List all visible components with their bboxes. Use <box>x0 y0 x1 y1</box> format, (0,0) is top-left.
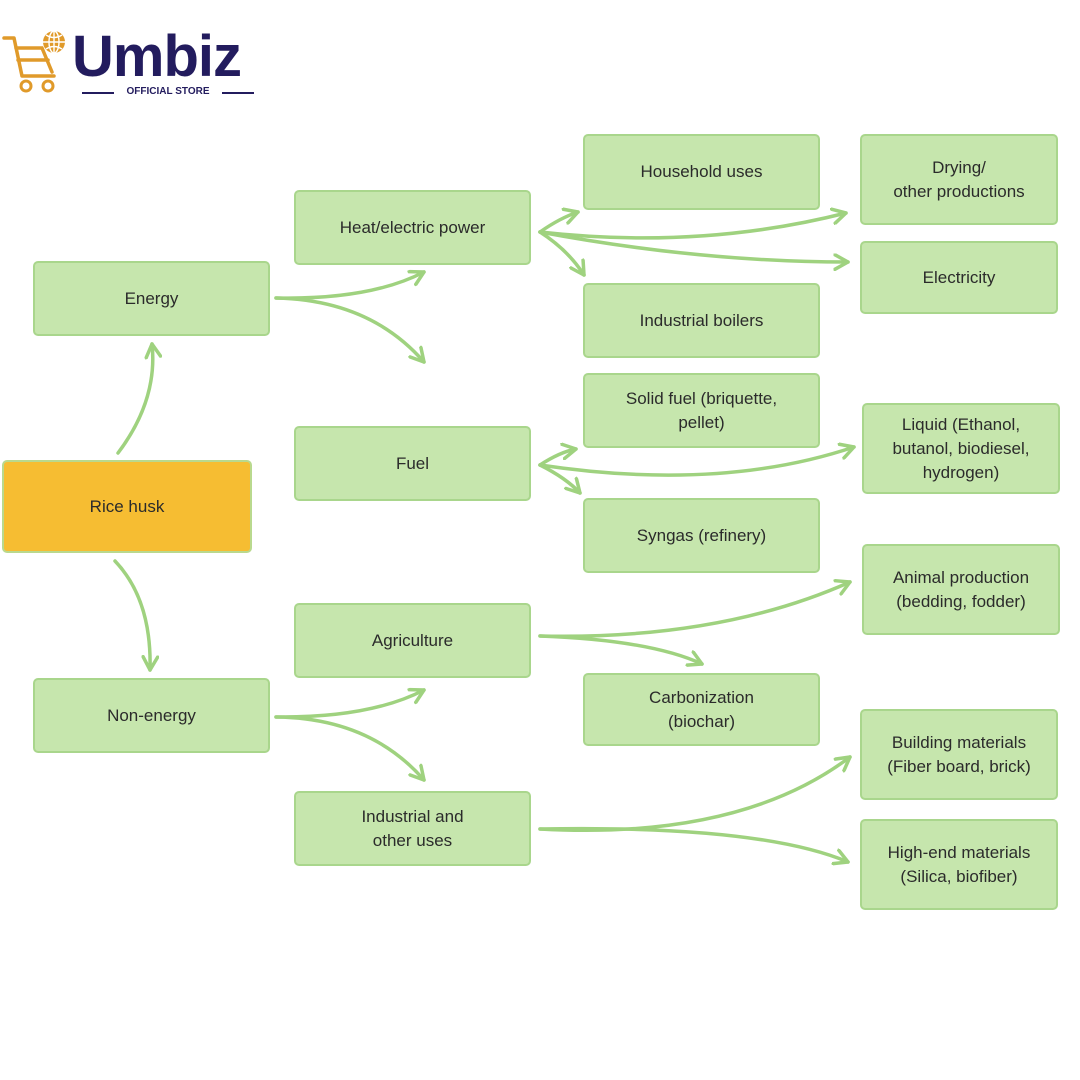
node-fuel: Fuel <box>294 426 531 501</box>
node-building: Building materials (Fiber board, brick) <box>860 709 1058 800</box>
node-industrial-boilers: Industrial boilers <box>583 283 820 358</box>
node-solid-fuel: Solid fuel (briquette, pellet) <box>583 373 820 448</box>
node-rice-husk: Rice husk <box>2 460 252 553</box>
arrow-non-energy-to-agriculture <box>274 690 426 719</box>
brand-tagline: OFFICIAL STORE <box>82 86 254 98</box>
node-carbonization: Carbonization (biochar) <box>583 673 820 746</box>
arrow-agriculture-to-carbonization <box>538 634 704 664</box>
arrow-energy-to-fuel <box>274 296 426 364</box>
arrow-heat-power-to-drying <box>538 213 848 240</box>
node-liquid: Liquid (Ethanol, butanol, biodiesel, hyd… <box>862 403 1060 494</box>
node-non-energy: Non-energy <box>33 678 270 753</box>
node-household: Household uses <box>583 134 820 210</box>
arrow-heat-power-to-industrial-boilers <box>538 230 586 277</box>
node-high-end: High-end materials (Silica, biofiber) <box>860 819 1058 910</box>
arrow-fuel-to-solid-fuel <box>538 449 578 467</box>
node-syngas: Syngas (refinery) <box>583 498 820 573</box>
arrow-fuel-to-liquid <box>538 447 856 477</box>
arrow-energy-to-heat-power <box>274 272 426 300</box>
node-agriculture: Agriculture <box>294 603 531 678</box>
node-animal: Animal production (bedding, fodder) <box>862 544 1060 635</box>
node-industrial-other: Industrial and other uses <box>294 791 531 866</box>
node-energy: Energy <box>33 261 270 336</box>
brand-name: Umbiz <box>72 24 242 89</box>
arrow-heat-power-to-electricity <box>538 230 850 262</box>
brand-logo: Umbiz OFFICIAL STORE <box>0 22 280 102</box>
shopping-cart-globe-icon <box>2 30 65 93</box>
node-heat-power: Heat/electric power <box>294 190 531 265</box>
arrow-fuel-to-syngas <box>538 463 582 495</box>
arrow-rice-husk-to-energy <box>116 342 153 455</box>
arrow-rice-husk-to-non-energy <box>113 559 150 672</box>
arrow-industrial-other-to-high-end <box>538 826 850 862</box>
node-electricity: Electricity <box>860 241 1058 314</box>
arrow-non-energy-to-industrial-other <box>274 715 426 782</box>
arrow-heat-power-to-household <box>538 212 580 234</box>
node-drying: Drying/ other productions <box>860 134 1058 225</box>
arrow-agriculture-to-animal <box>538 582 852 639</box>
arrow-industrial-other-to-building <box>538 755 852 833</box>
